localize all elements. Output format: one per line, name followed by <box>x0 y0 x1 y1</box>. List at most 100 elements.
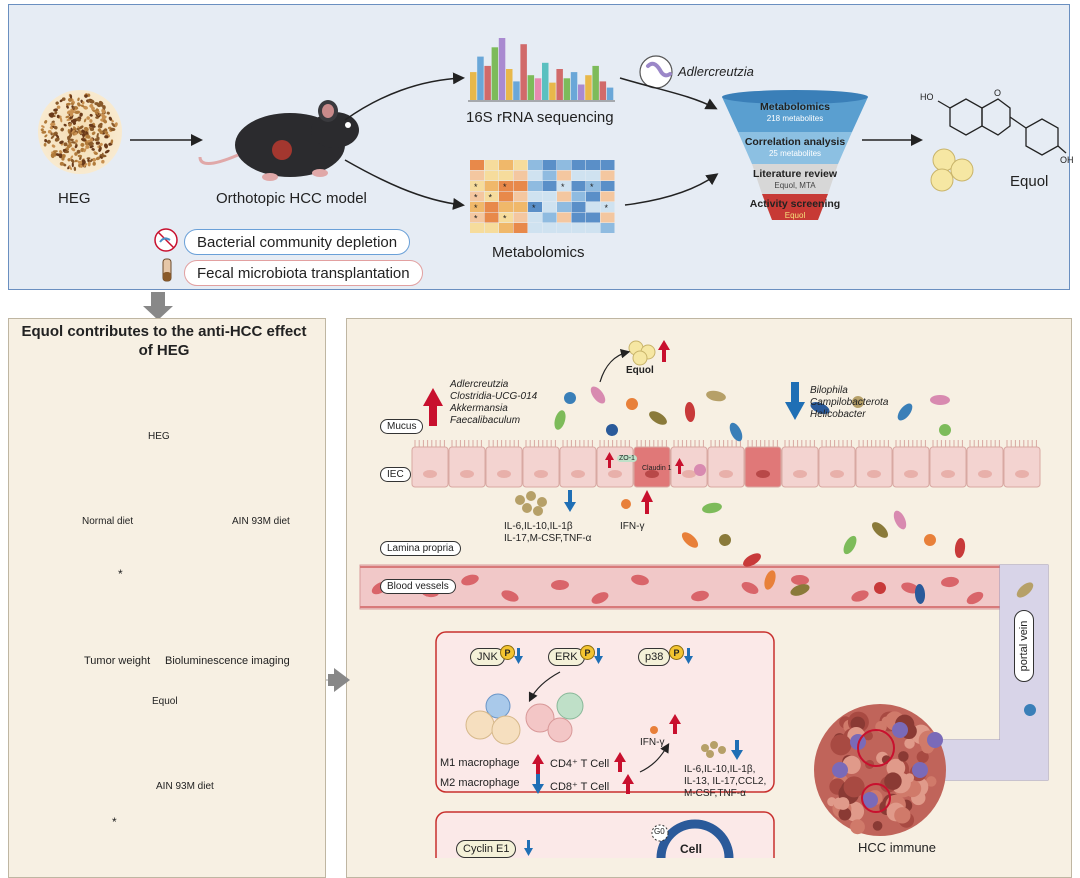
cd4-label: CD4⁺ T Cell <box>550 758 610 770</box>
funnel-tier-subtitle: Equol, MTA <box>774 181 816 190</box>
heatmap-cell <box>557 212 571 223</box>
heatmap-cell <box>528 212 542 223</box>
bar <box>549 82 556 100</box>
cell-cycle-ring <box>656 819 734 858</box>
cytokine-cluster-icon <box>701 741 726 758</box>
heatmap-cell <box>542 202 557 212</box>
bacterium <box>649 411 667 425</box>
bacterium <box>554 410 566 430</box>
bar <box>606 87 614 100</box>
erk-label: ERK <box>548 648 585 666</box>
heatmap-cell <box>571 191 586 202</box>
bar <box>470 72 477 100</box>
bar <box>484 65 491 100</box>
svg-text:*: * <box>474 182 478 192</box>
equol-spheres-icon <box>628 340 656 366</box>
up-arrow-icon <box>641 490 653 514</box>
heatmap-cell <box>571 223 586 233</box>
bacterium-icon <box>639 55 673 89</box>
heatmap-cell <box>499 170 513 181</box>
heatmap-cell <box>571 212 586 223</box>
bar <box>570 72 578 100</box>
svg-text:*: * <box>489 193 493 203</box>
bacterium <box>939 424 951 436</box>
red-blood-cell <box>741 582 759 594</box>
phospho-icon: P <box>580 645 595 660</box>
bacterium <box>1016 582 1034 598</box>
heatmap-cell <box>470 212 484 223</box>
heatmap-cell <box>542 212 557 223</box>
heatmap-cell <box>571 160 586 170</box>
model-label: Orthotopic HCC model <box>216 190 367 207</box>
heatmap-cell <box>571 181 586 191</box>
bacterium <box>843 535 857 555</box>
heatmap-cell <box>513 160 528 170</box>
bacterium <box>702 502 722 514</box>
cytokine-cluster-icon <box>515 491 547 516</box>
bacterium <box>706 390 726 402</box>
portal-vein-tag: portal vein <box>1014 610 1034 682</box>
bar <box>477 56 484 100</box>
funnel-tier <box>762 194 828 220</box>
svg-text:*: * <box>474 203 478 213</box>
heatmap-cell <box>484 212 499 223</box>
bacterium <box>924 534 937 546</box>
heatmap-cell <box>600 212 615 223</box>
heatmap-cell <box>600 181 615 191</box>
arrow <box>624 173 719 206</box>
bacterium <box>764 570 776 590</box>
significance-mark: * <box>118 567 123 581</box>
blood-vessels-tag: Blood vessels <box>380 579 456 594</box>
funnel-tier-title: Metabolomics <box>759 101 830 113</box>
heatmap-cell <box>542 223 557 233</box>
heatmap-cell <box>470 170 484 181</box>
svg-text:OH: OH <box>1060 155 1074 165</box>
heatmap-cell <box>484 160 499 170</box>
heatmap-cell <box>484 202 499 212</box>
bacterium <box>874 582 886 594</box>
mucus-tag: Mucus <box>380 419 424 434</box>
immune-cells-image <box>465 692 584 745</box>
svg-text:*: * <box>503 182 507 192</box>
bar <box>592 65 599 100</box>
no-bacteria-icon <box>154 228 178 252</box>
bar <box>506 69 513 100</box>
down-arrow-icon <box>684 648 693 664</box>
heatmap-cell <box>470 223 484 233</box>
bacterium <box>897 403 913 421</box>
heatmap-cell <box>528 202 542 212</box>
funnel-tier <box>752 164 838 194</box>
heatmap-cell <box>484 170 499 181</box>
heatmap-cell <box>499 181 513 191</box>
bacterium <box>930 394 950 406</box>
red-blood-cell <box>631 574 649 586</box>
bacterium <box>606 424 619 436</box>
arrow <box>344 72 465 121</box>
heatmap-cell <box>557 223 571 233</box>
down-arrow-icon <box>785 382 805 420</box>
svg-text:*: * <box>532 203 536 213</box>
bacterium <box>1024 704 1036 716</box>
funnel-tier-title: Literature review <box>752 168 838 180</box>
blood-vessel <box>359 564 1001 610</box>
heatmap-cell <box>557 160 571 170</box>
iec-tag: IEC <box>380 467 411 482</box>
svg-text:O: O <box>994 88 1001 98</box>
heatmap-cell <box>499 191 513 202</box>
svg-text:*: * <box>474 193 478 203</box>
normal-diet-label: Normal diet <box>82 516 134 527</box>
bar <box>556 69 563 100</box>
bacterium <box>719 534 731 546</box>
depletion-label: Bacterial community depletion <box>184 229 411 255</box>
funnel-tier <box>738 132 852 164</box>
bacterium <box>852 396 864 408</box>
intestinal-epithelium <box>411 440 1041 488</box>
red-blood-cell <box>691 590 709 602</box>
heatmap-cell <box>513 223 528 233</box>
heatmap-cell <box>542 191 557 202</box>
bacterium <box>914 584 926 604</box>
up-arrow-icon <box>605 452 614 468</box>
heatmap-cell <box>557 202 571 212</box>
portal-vein <box>859 564 1049 781</box>
